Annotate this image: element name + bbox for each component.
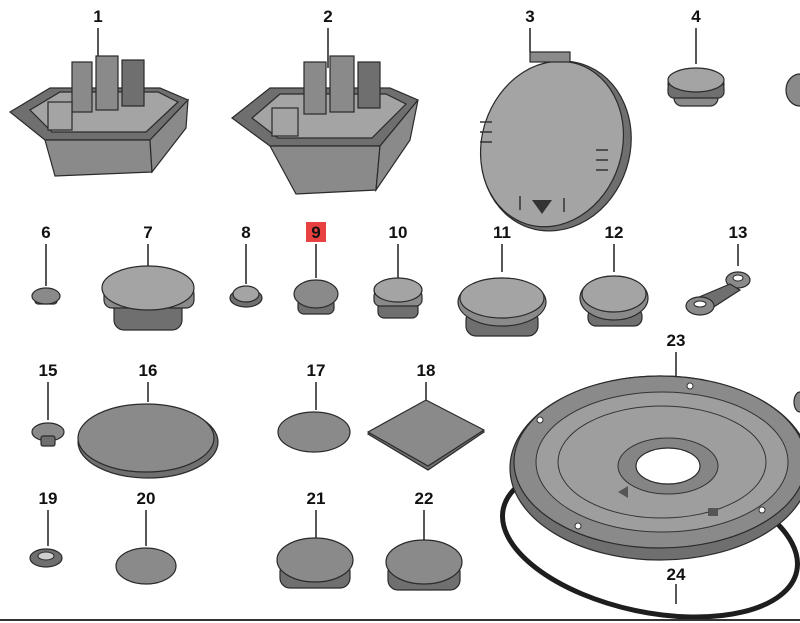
part-label-15: 15 — [39, 361, 58, 380]
part-12-plug[interactable]: 12 — [579, 223, 649, 327]
part-label-12: 12 — [605, 223, 624, 242]
partial-part-right-edge-bottom — [793, 391, 800, 413]
part-label-11: 11 — [493, 223, 511, 242]
part-21-plug[interactable]: 21 — [276, 489, 354, 589]
part-13-grommet[interactable]: 13 — [685, 223, 751, 316]
part-label-17: 17 — [307, 361, 326, 380]
part-label-2: 2 — [323, 7, 332, 26]
part-16-cover[interactable]: 16 — [77, 361, 219, 479]
part-label-22: 22 — [415, 489, 434, 508]
part-label-6: 6 — [41, 223, 50, 242]
part-22-plug[interactable]: 22 — [385, 489, 463, 591]
partial-part-right-edge-top — [785, 73, 800, 107]
part-label-13: 13 — [729, 223, 748, 242]
part-7-plug[interactable]: 7 — [101, 223, 195, 331]
part-label-19: 19 — [39, 489, 58, 508]
part-1-jack-pad[interactable]: 1 — [8, 7, 190, 177]
part-label-8: 8 — [241, 223, 250, 242]
part-3-round-cover[interactable]: 3 — [459, 7, 653, 251]
part-17-sticker[interactable]: 17 — [277, 361, 351, 453]
part-label-4: 4 — [691, 7, 701, 26]
part-label-1: 1 — [93, 7, 102, 26]
part-2-jack-pad[interactable]: 2 — [231, 7, 419, 195]
part-label-18: 18 — [417, 361, 436, 380]
part-label-23: 23 — [667, 331, 686, 350]
part-label-21: 21 — [307, 489, 326, 508]
part-9-plug[interactable]: 9 — [293, 222, 339, 315]
part-19-grommet[interactable]: 19 — [29, 489, 63, 568]
part-label-20: 20 — [137, 489, 156, 508]
part-6-plug[interactable]: 6 — [31, 223, 61, 305]
part-label-24: 24 — [667, 565, 686, 584]
part-label-9: 9 — [311, 223, 320, 242]
part-label-3: 3 — [525, 7, 534, 26]
part-23-plate[interactable]: 23 — [509, 331, 800, 561]
part-11-plug[interactable]: 11 — [457, 223, 547, 337]
part-4-plug[interactable]: 4 — [667, 7, 725, 107]
part-label-7: 7 — [143, 223, 152, 242]
part-label-10: 10 — [389, 223, 408, 242]
part-15-clip[interactable]: 15 — [31, 361, 65, 447]
part-18-pad[interactable]: 18 — [366, 361, 486, 471]
part-20-sticker[interactable]: 20 — [115, 489, 177, 585]
part-10-plug[interactable]: 10 — [373, 223, 423, 319]
part-9-highlight — [306, 222, 326, 242]
part-8-grommet[interactable]: 8 — [229, 223, 263, 308]
part-label-16: 16 — [139, 361, 158, 380]
